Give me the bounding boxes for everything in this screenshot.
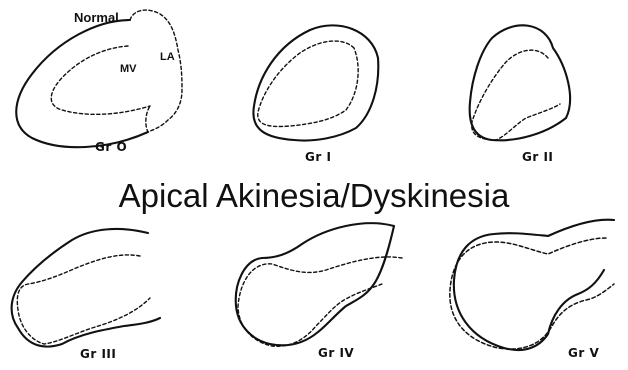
la-label: LA	[160, 51, 175, 63]
section-heading: Apical Akinesia/Dyskinesia	[119, 177, 510, 214]
gr2-label: Gr II	[522, 150, 553, 164]
gr0-atrium-contour	[130, 10, 182, 132]
panel-grade-3: Gr III	[12, 229, 160, 361]
normal-label: Normal	[74, 10, 119, 25]
gr3-label: Gr III	[80, 347, 116, 361]
gr0-label: Gr O	[95, 140, 127, 154]
panel-grade-1: Gr I	[253, 25, 378, 164]
gr4-label: Gr IV	[318, 346, 354, 360]
gr0-outer-contour	[16, 20, 148, 147]
gr5-label: Gr V	[568, 346, 599, 360]
gr1-inner-contour	[258, 41, 358, 126]
gr4-inner-contour	[238, 257, 402, 346]
panel-grade-0: Normal LA MV Gr O	[16, 10, 182, 154]
gr1-label: Gr I	[305, 150, 331, 164]
gr0-inner-contour	[51, 46, 150, 114]
gr3-outer-contour	[12, 229, 160, 347]
panel-grade-2: Gr II	[470, 25, 570, 164]
gr2-inner-contour	[472, 50, 560, 140]
panel-grade-5: Gr V	[450, 220, 614, 360]
gr3-inner-contour	[17, 255, 150, 344]
mv-label: MV	[120, 63, 137, 75]
panel-grade-4: Gr IV	[236, 223, 402, 360]
